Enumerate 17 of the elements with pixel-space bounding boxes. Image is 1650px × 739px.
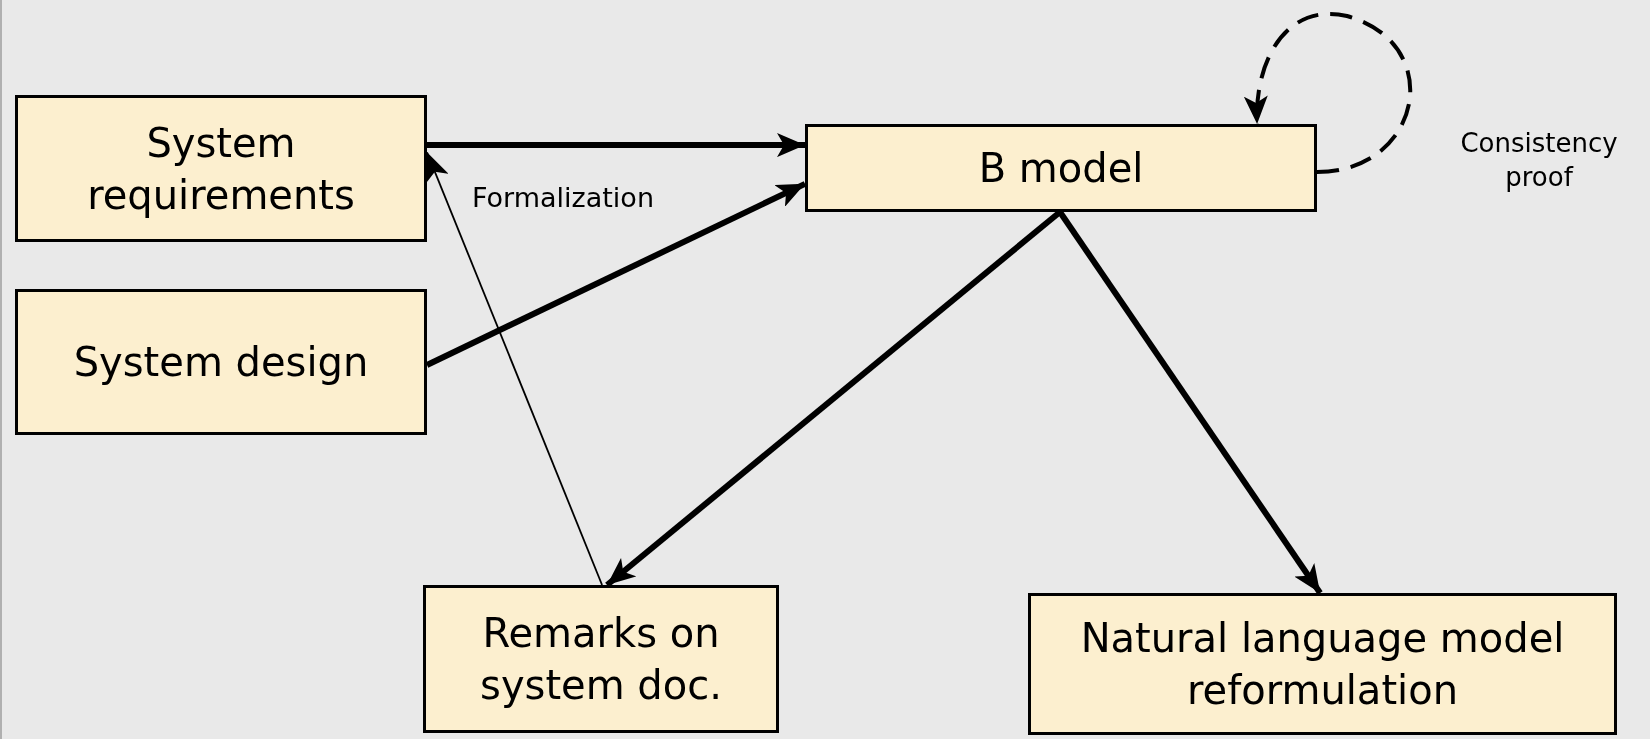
box-label: System requirements <box>86 118 356 220</box>
arrow <box>427 133 805 158</box>
box-label: Remarks on system doc. <box>479 609 723 710</box>
arrow <box>426 151 603 586</box>
process-box <box>1028 593 1617 735</box>
process-box <box>15 95 427 242</box>
arrow <box>425 181 807 368</box>
box-label: Natural language model reformulation <box>1079 614 1566 715</box>
process-box <box>423 585 779 733</box>
annotation-text: Formalization <box>472 181 654 215</box>
edge-label: Consistency proof <box>1459 127 1619 194</box>
process-box <box>15 289 427 435</box>
arrow <box>1057 210 1323 595</box>
arrow <box>1245 11 1413 174</box>
box-label: B model <box>977 144 1145 193</box>
box-label: System design <box>72 338 370 387</box>
process-box <box>805 124 1317 212</box>
